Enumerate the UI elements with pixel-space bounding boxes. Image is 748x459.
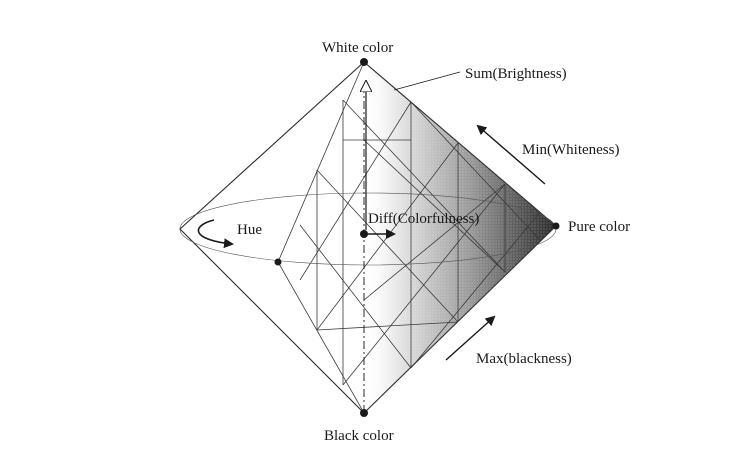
sum-brightness-label: Sum(Brightness)	[465, 66, 567, 82]
black-point	[360, 409, 368, 417]
sum-leader-line	[393, 71, 461, 91]
diff-colorfulness-label: Diff(Colorfulness)	[368, 211, 479, 227]
min-whiteness-label: Min(Whiteness)	[522, 142, 619, 158]
max-blackness-label: Max(blackness)	[476, 351, 572, 367]
whiteness-arrow	[476, 124, 546, 185]
pure-color-label: Pure color	[568, 219, 630, 235]
pure-color-point	[552, 222, 560, 230]
center-point	[360, 230, 368, 238]
blackness-arrow	[445, 315, 496, 361]
shaded-region	[364, 62, 556, 413]
hue-label: Hue	[237, 222, 262, 238]
white-point	[360, 58, 368, 66]
white-color-label: White color	[322, 40, 393, 56]
hue-arrow	[197, 219, 234, 249]
hue-point	[274, 258, 282, 266]
black-color-label: Black color	[324, 428, 394, 444]
